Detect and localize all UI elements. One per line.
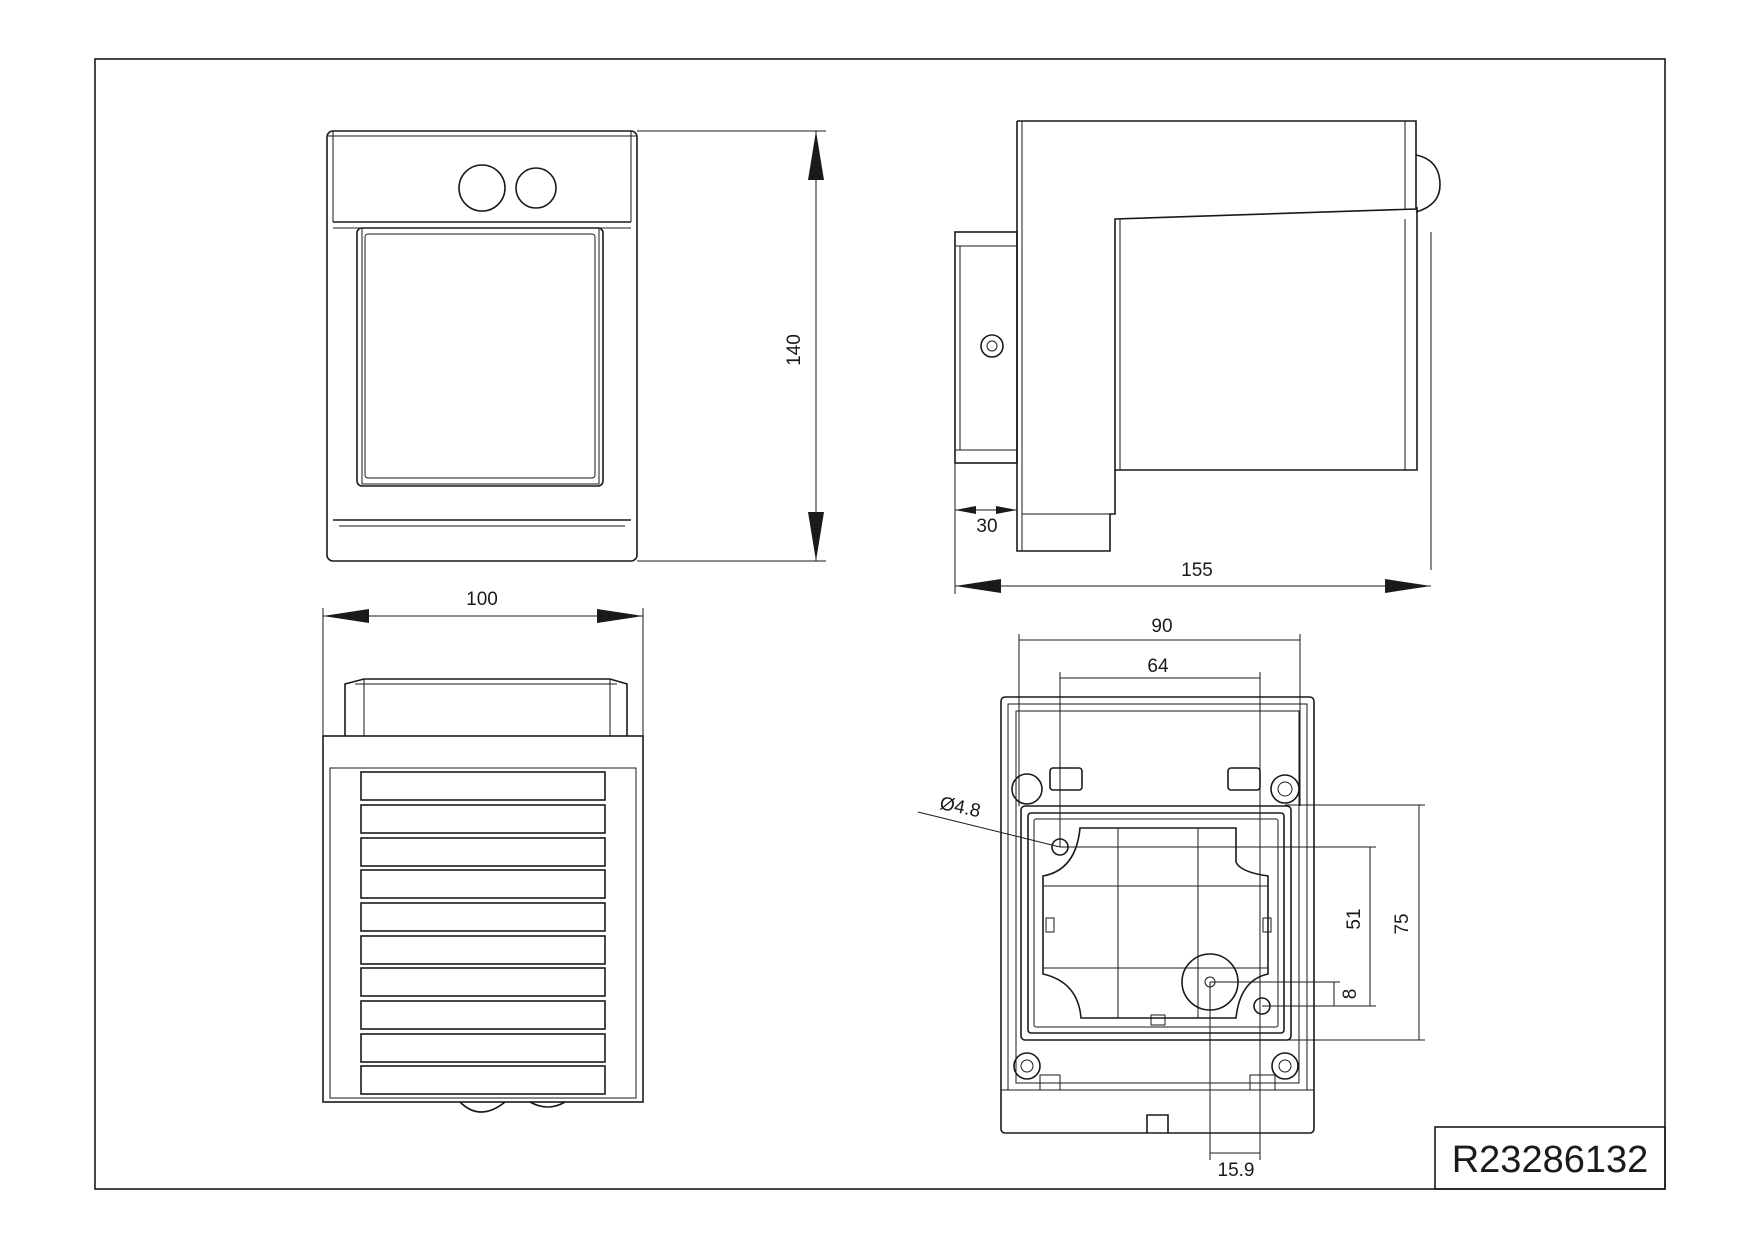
corner-screw-bottom-right: [1271, 1052, 1299, 1080]
corner-screw-top-left: [1011, 773, 1043, 805]
dim-label-64: 64: [1147, 656, 1169, 677]
mount-slot-left: [1049, 767, 1083, 791]
top-view: [322, 678, 644, 1113]
dim-label-30: 30: [976, 516, 997, 537]
dim-width-100: 100: [322, 589, 644, 736]
dim-label-diameter: Ø4.8: [938, 793, 983, 822]
dim-label-15-9: 15.9: [1218, 1160, 1255, 1181]
solar-panel-slats: [360, 771, 606, 1095]
corner-screw-top-right: [1270, 774, 1300, 804]
dim-label-height: 140: [784, 334, 805, 366]
dim-label-100: 100: [466, 589, 498, 610]
dim-offset-8: 8: [1210, 981, 1361, 1006]
dim-height-140: 140: [637, 130, 826, 562]
dim-label-51: 51: [1344, 908, 1365, 929]
sensor-lens-right: [515, 167, 557, 209]
mounting-view: [1000, 696, 1315, 1134]
front-view: [326, 130, 638, 562]
dim-cable-15-9: 15.9: [1209, 982, 1260, 1181]
dim-mount-75: 75: [1285, 804, 1425, 1041]
dim-mount-51: 51: [1060, 846, 1376, 1007]
sensor-lens-left: [458, 164, 506, 212]
side-view: [954, 120, 1441, 570]
dim-label-8: 8: [1340, 989, 1361, 1000]
reference-box: R23286132: [1434, 1126, 1666, 1190]
dim-mount-90: 90: [1018, 616, 1301, 806]
dim-label-75: 75: [1392, 913, 1413, 934]
dim-depth-155: 155: [955, 560, 1431, 593]
reference-number: R23286132: [1452, 1139, 1649, 1181]
dim-label-155: 155: [1181, 560, 1213, 581]
dim-label-90: 90: [1151, 616, 1172, 637]
dim-mount-64: 64: [1059, 656, 1261, 1160]
drawing-frame: [94, 58, 1666, 1190]
dim-flange-30: 30: [954, 463, 1017, 594]
corner-screw-bottom-left: [1013, 1052, 1041, 1080]
mount-slot-right: [1227, 767, 1261, 791]
side-screw-outer: [980, 334, 1004, 358]
side-screw-inner: [986, 340, 998, 352]
dim-hole-diameter: Ø4.8: [917, 793, 1061, 848]
